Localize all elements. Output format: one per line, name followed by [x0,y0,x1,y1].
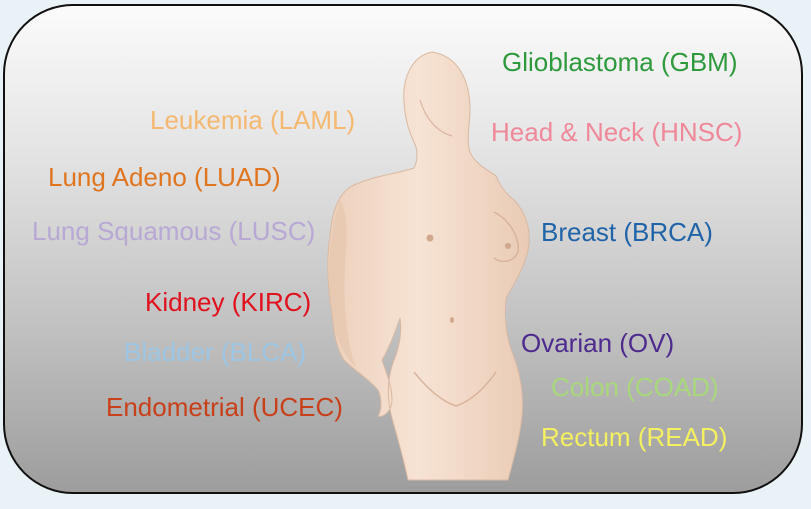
label-brca: Breast (BRCA) [541,217,713,247]
nipple-mark [427,235,434,242]
label-hnsc: Head & Neck (HNSC) [491,117,742,147]
label-ov: Ovarian (OV) [521,328,674,358]
navel [450,317,454,323]
label-lusc: Lung Squamous (LUSC) [32,216,315,246]
label-read: Rectum (READ) [541,422,727,452]
label-laml: Leukemia (LAML) [150,105,355,135]
label-blca: Bladder (BLCA) [124,337,306,367]
label-gbm: Glioblastoma (GBM) [502,47,738,77]
label-coad: Colon (COAD) [551,372,719,402]
label-kirc: Kidney (KIRC) [145,287,311,317]
label-ucec: Endometrial (UCEC) [106,392,343,422]
nipple-mark-right [505,243,511,249]
label-luad: Lung Adeno (LUAD) [48,162,281,192]
